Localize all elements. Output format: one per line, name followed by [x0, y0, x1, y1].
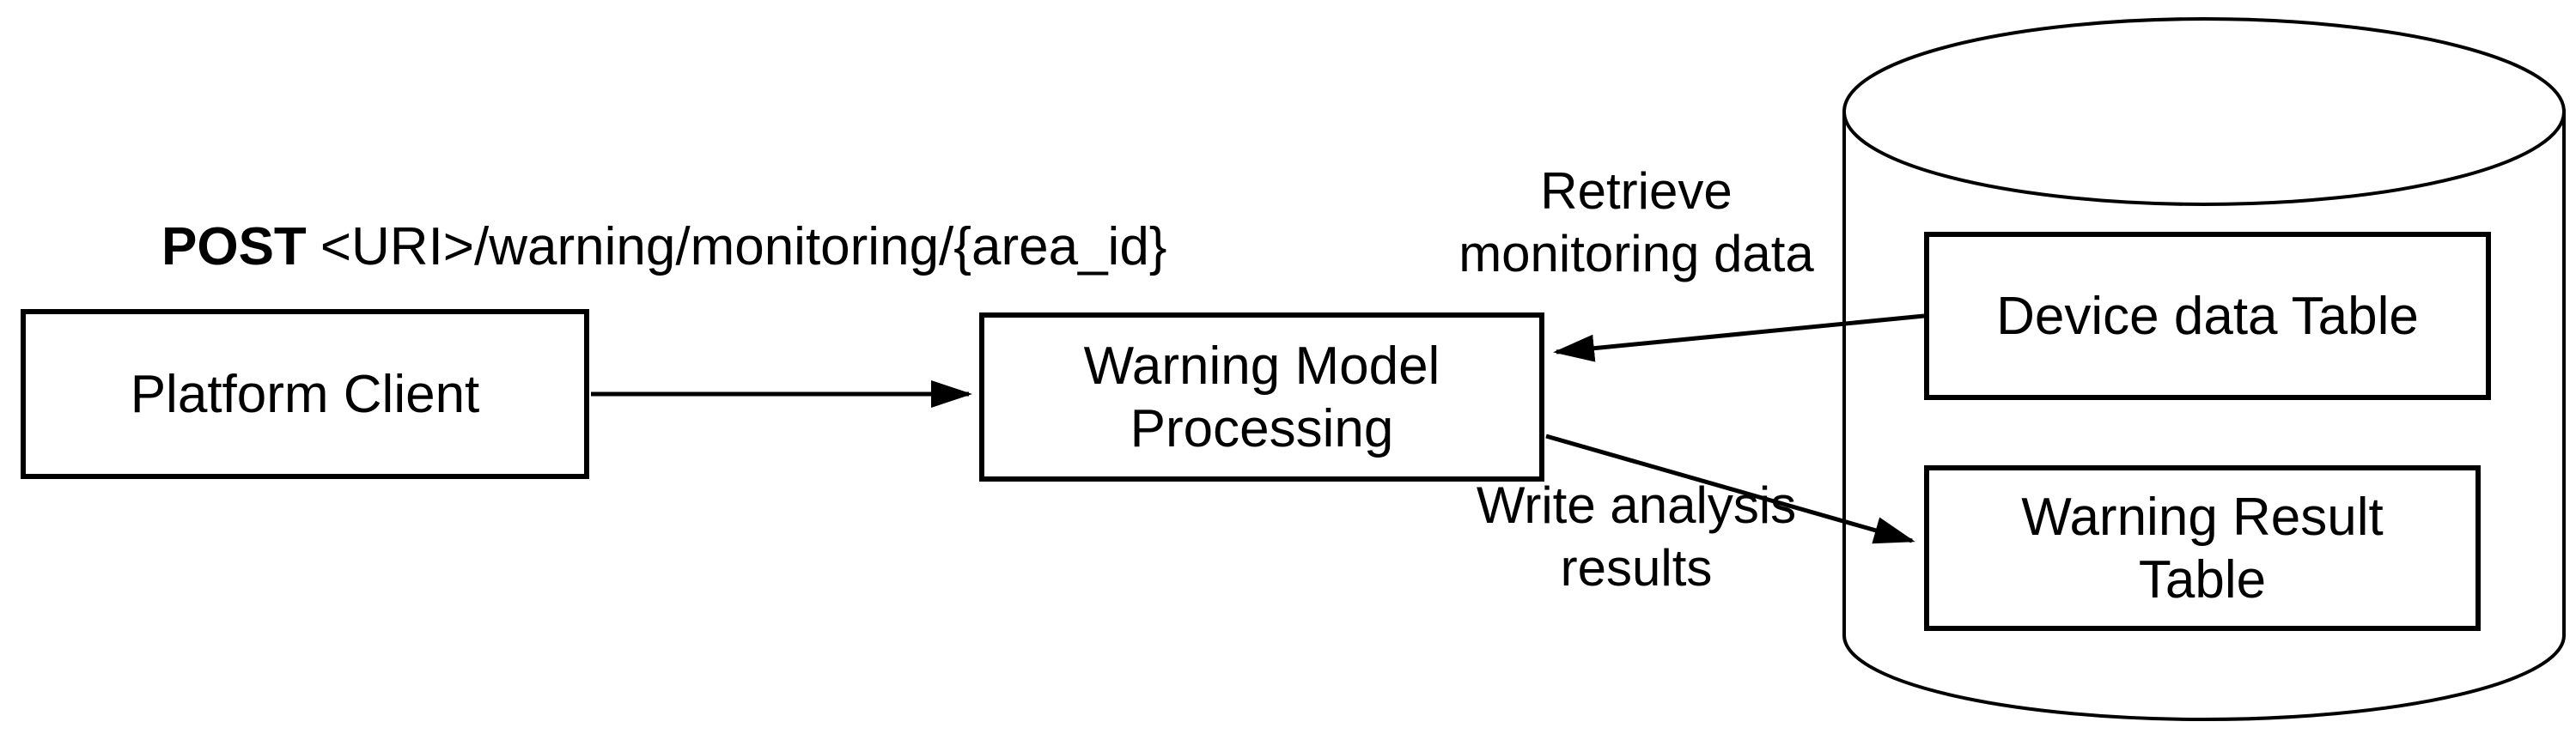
platform-client-node: Platform Client: [21, 309, 589, 479]
retrieve-arrow: [1553, 313, 1925, 362]
retrieve-edge-label: Retrieve monitoring data: [1459, 162, 1814, 282]
platform-client-label: Platform Client: [130, 364, 480, 424]
http-method: POST: [161, 217, 307, 276]
endpoint-path: <URI>/warning/monitoring/{area_id}: [320, 217, 1167, 276]
write-edge-label: Write analysis results: [1476, 476, 1797, 597]
api-endpoint-label: POST<URI>/warning/monitoring/{area_id}: [161, 216, 1167, 278]
warning-model-processing-label: Warning Model Processing: [1083, 336, 1440, 458]
warning-result-table-label: Warning Result Table: [2021, 487, 2384, 610]
device-data-table-node: Device data Table: [1924, 232, 2491, 400]
device-data-table-label: Device data Table: [1996, 286, 2419, 346]
warning-result-table-node: Warning Result Table: [1924, 465, 2481, 631]
warning-model-processing-node: Warning Model Processing: [979, 312, 1544, 482]
database-cylinder-top: [1842, 17, 2566, 206]
write-arrow: [1545, 434, 1915, 544]
